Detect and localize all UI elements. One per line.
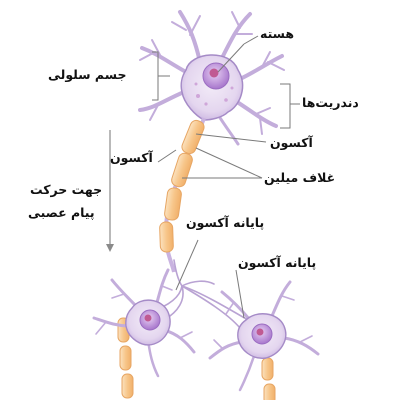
myelin-sheath [159, 119, 205, 253]
label-signal-direction-line2: پیام عصبی [28, 205, 95, 220]
leader-lines [152, 35, 300, 319]
label-axon-right: آکسون [270, 135, 313, 150]
lower-left-nucleolus [144, 314, 152, 322]
label-signal-direction-line1: جهت حرکت [30, 182, 103, 197]
label-axon-terminal-1: پایانه آکسون [186, 215, 265, 230]
top-organelles [194, 82, 234, 106]
label-axon-left: آکسون [110, 150, 153, 165]
label-myelin-sheath: غلاف میلین [264, 170, 336, 185]
lower-right-nucleolus [256, 328, 264, 336]
top-nucleolus [209, 68, 219, 78]
label-nucleus: هسته [260, 26, 295, 41]
label-axon-terminal-2: پایانه آکسون [238, 255, 317, 270]
label-cell-body: جسم سلولی [48, 67, 127, 82]
signal-direction-arrow [106, 130, 114, 252]
label-dendrites: دندریت‌ها [302, 95, 359, 110]
